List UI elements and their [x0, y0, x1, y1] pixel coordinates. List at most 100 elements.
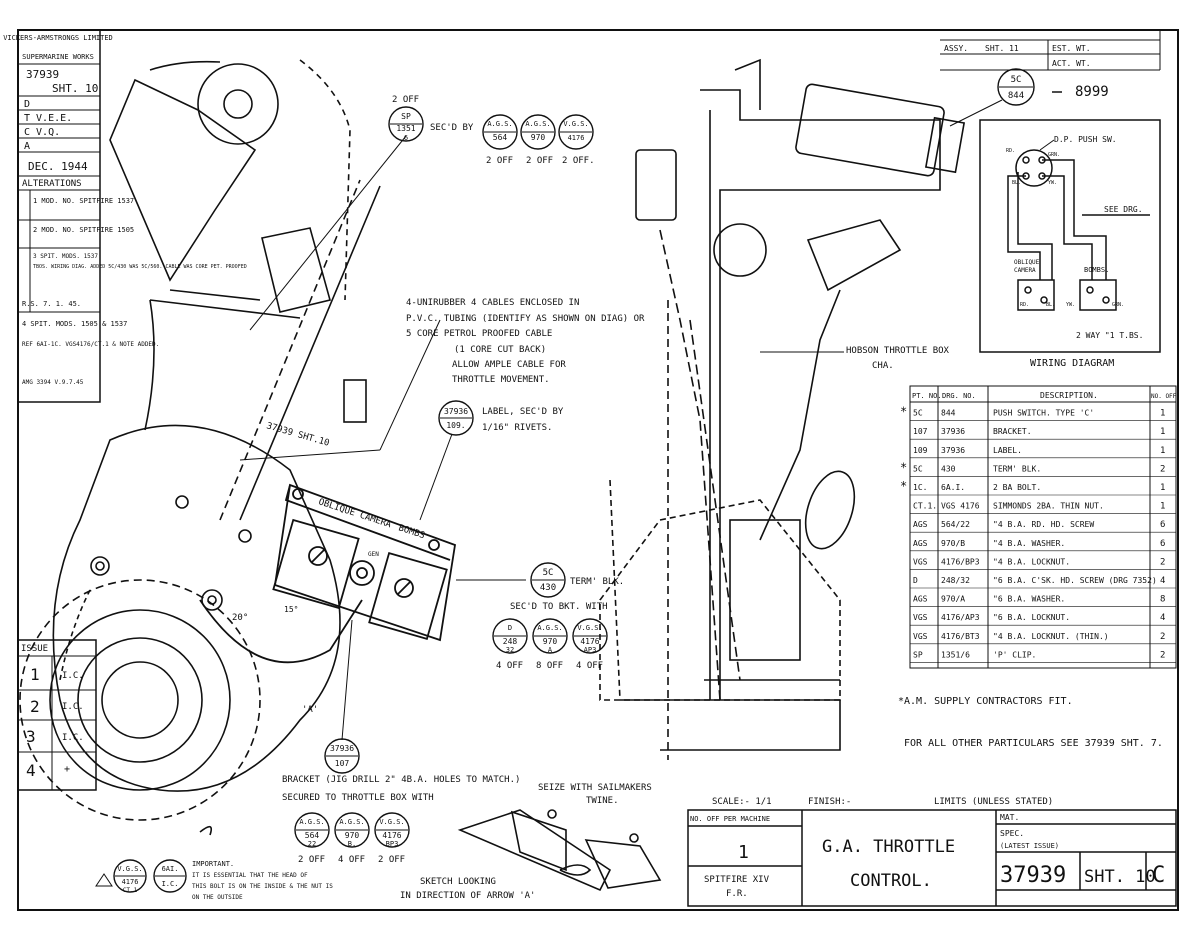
throttle-grip — [806, 219, 902, 292]
drawing-sheet: SHT. 10 — [1084, 867, 1156, 887]
svg-text:248: 248 — [503, 637, 518, 646]
off-row-1a: 2 OFF — [486, 156, 513, 166]
parts-row-qty: 4 — [1160, 576, 1165, 586]
svg-text:A.G.S.: A.G.S. — [525, 120, 550, 128]
parts-row-drg: 970/A — [941, 595, 965, 604]
parts-header-qty: NO. OFF — [1151, 393, 1177, 400]
push-switch-symbol — [1015, 149, 1053, 187]
parts-row-drg: 6A.I. — [941, 483, 965, 492]
arrow-a-sketch — [457, 809, 662, 892]
svg-text:4176: 4176 — [568, 134, 585, 142]
angle-20: 20° — [232, 613, 248, 623]
issue-num-2: 2 — [30, 697, 40, 716]
svg-text:SP: SP — [401, 112, 411, 121]
parts-row-pt: 1C. — [913, 483, 927, 492]
warning-triangle-icon — [95, 873, 113, 887]
svg-text:V.G.S.: V.G.S. — [117, 865, 142, 873]
important-note-1: IMPORTANT. — [192, 860, 234, 868]
svg-text:37936: 37936 — [330, 744, 354, 753]
pin-bl2: BL. — [1046, 302, 1055, 308]
alteration-4: 4 SPIT. MODS. 1505 & 1537 — [22, 320, 127, 328]
parts-row-desc: "6 B.A. LOCKNUT. — [993, 613, 1070, 622]
balloon-ags970b: A.G.S. 970 B. — [334, 812, 370, 848]
handle-upper — [261, 227, 331, 313]
svg-text:970: 970 — [531, 133, 546, 142]
parts-row-desc: "4 B.A. LOCKNUT. — [993, 557, 1070, 566]
parts-row-qty: 1 — [1160, 446, 1165, 456]
parts-row-pt: 5C — [913, 409, 923, 418]
svg-text:4176: 4176 — [122, 878, 139, 886]
pin-grn: GRN. — [1048, 152, 1060, 158]
no-off-label: NO. OFF PER MACHINE — [690, 815, 770, 823]
balloon-vgs4176: V.G.S. 4176 — [558, 114, 594, 150]
drawing-number: 37939 — [1000, 863, 1066, 888]
parts-row-desc: "6 B.A. WASHER. — [993, 595, 1065, 604]
terminal-block-right — [368, 552, 448, 640]
parts-row-mark: * — [900, 405, 907, 419]
svg-text:4-UNIRUBBER 4 CABLES ENCLOSED: 4-UNIRUBBER 4 CABLES ENCLOSED IN — [406, 298, 579, 308]
parts-row-pt: D — [913, 576, 918, 585]
pin-yw2: YW. — [1066, 302, 1075, 308]
drawing-title-2: CONTROL. — [850, 871, 932, 891]
svg-text:I.C.: I.C. — [162, 880, 179, 888]
note-secd-by: SEC'D BY — [430, 123, 474, 133]
label-secd-note-1: LABEL, SEC'D BY — [482, 407, 564, 417]
act-wt-label: ACT. WT. — [1052, 59, 1091, 68]
alteration-3: 3 SPIT. MODS. 1537 — [33, 253, 98, 260]
svg-text:844: 844 — [1008, 91, 1024, 101]
important-note-4: ON THE OUTSIDE — [192, 894, 243, 901]
svg-text:430: 430 — [540, 583, 556, 593]
particulars-note: FOR ALL OTHER PARTICULARS SEE 37939 SHT.… — [904, 738, 1163, 749]
knob-left — [635, 149, 677, 221]
parts-row-qty: 2 — [1160, 557, 1165, 567]
parts-row-desc: "4 B.A. LOCKNUT. (THIN.) — [993, 632, 1109, 641]
balloon-37936-109: 37936 109. — [438, 400, 474, 436]
term-blk-note: TERM' BLK. — [570, 577, 624, 587]
finish-label: FINISH:- — [808, 797, 851, 807]
tbs-label: 2 WAY "1 T.BS. — [1076, 331, 1143, 340]
parts-row-drg: VGS 4176 — [941, 502, 980, 511]
hobson-note-1: HOBSON THROTTLE BOX — [846, 346, 950, 356]
parts-row-qty: 2 — [1160, 464, 1165, 474]
svg-text:V.G.S.: V.G.S. — [563, 120, 588, 128]
parts-row-drg: 1351/6 — [941, 650, 970, 659]
svg-text:A: A — [548, 646, 553, 654]
off-row-3b: 4 OFF — [338, 855, 365, 865]
throttle-lever-view — [599, 58, 966, 760]
parts-row-desc: PUSH SWITCH. TYPE 'C' — [993, 409, 1094, 418]
issue-by-2: I.C. — [62, 702, 84, 712]
svg-text:CT.1: CT.1 — [123, 887, 138, 894]
parts-row-desc: BRACKET. — [993, 427, 1032, 436]
issue-by-4: + — [64, 764, 70, 775]
svg-text:6: 6 — [404, 134, 408, 142]
bombs-label: BOMBS. — [1084, 266, 1109, 274]
svg-text:107: 107 — [335, 759, 350, 768]
leader-lines — [239, 135, 526, 741]
pin-rd: RD. — [1006, 148, 1015, 154]
parts-row-qty: 8 — [1160, 595, 1165, 605]
svg-text:37936: 37936 — [444, 407, 468, 416]
parts-row-pt: CT.1. — [913, 502, 937, 511]
parts-row-qty: 6 — [1160, 539, 1165, 549]
parts-row-desc: LABEL. — [993, 446, 1022, 455]
spec-label: SPEC. — [1000, 829, 1024, 838]
lever-body — [109, 78, 257, 282]
seize-note-2: TWINE. — [586, 796, 619, 806]
parts-row-drg: 4176/BP3 — [941, 557, 980, 566]
terminal-bracket — [199, 483, 457, 664]
no-off-value: 1 — [738, 842, 749, 863]
svg-text:32: 32 — [506, 646, 514, 654]
svg-text:970: 970 — [543, 637, 558, 646]
lower-housing — [52, 424, 341, 792]
limits-label: LIMITS (UNLESS STATED) — [934, 797, 1053, 807]
svg-text:A.G.S.: A.G.S. — [339, 818, 364, 826]
sheet-border — [17, 29, 1179, 911]
balloon-6ai: 6AI. I.C. — [153, 859, 187, 893]
gen-label: GEN — [368, 551, 379, 558]
parts-row-drg: 4176/AP3 — [941, 613, 980, 622]
svg-text:564: 564 — [493, 133, 508, 142]
balloon-sc844: 5C 844 — [997, 68, 1035, 106]
off-row-1c: 2 OFF. — [562, 156, 595, 166]
svg-text:4176: 4176 — [382, 831, 401, 840]
svg-text:AP3: AP3 — [584, 646, 597, 654]
